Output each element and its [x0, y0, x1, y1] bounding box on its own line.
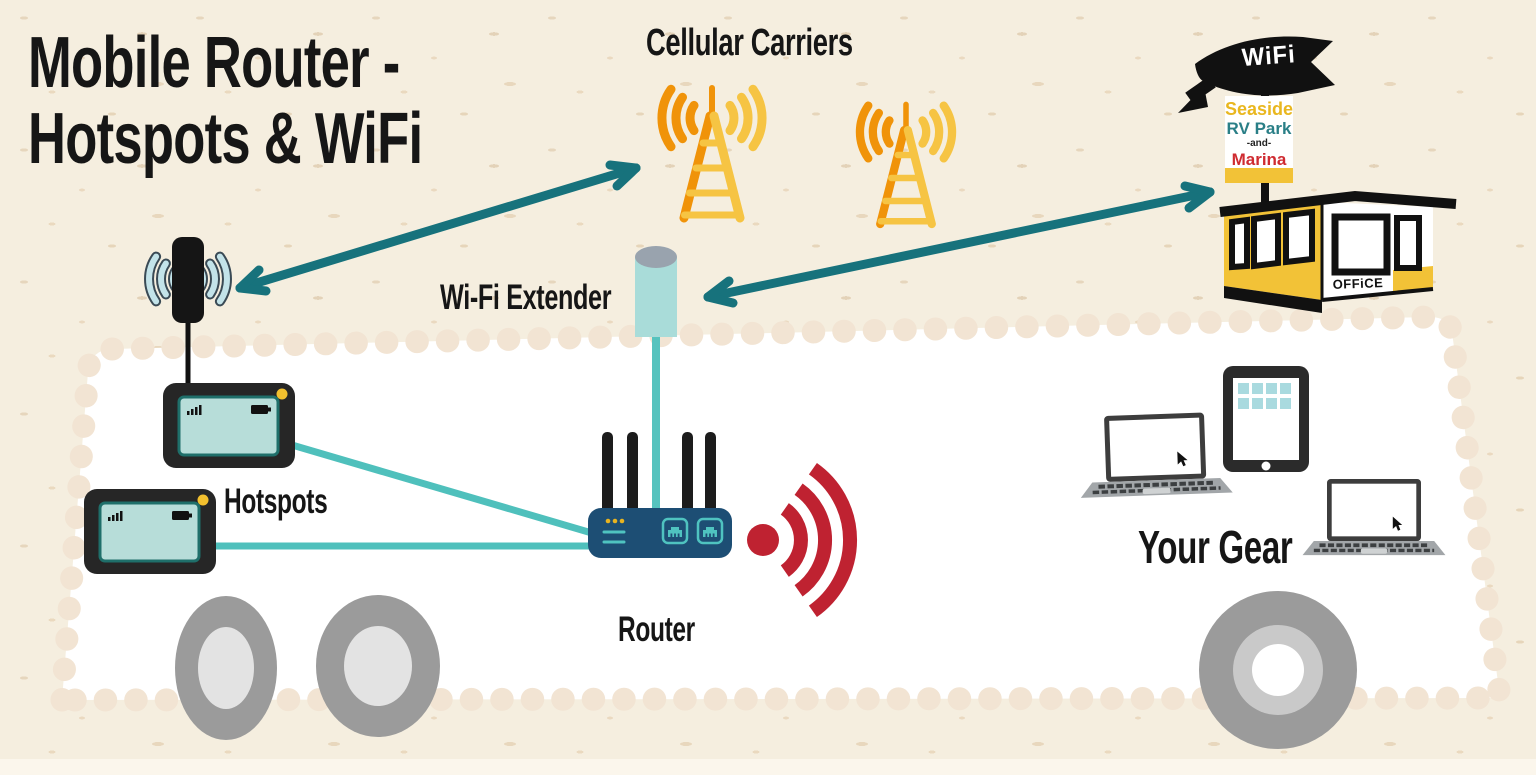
- hotspot-device-1: [163, 383, 295, 468]
- wifi-flag-label: WiFi: [1241, 40, 1297, 72]
- park-sign-board: [1225, 96, 1293, 183]
- battery-icon: [251, 405, 271, 414]
- router-status-lights: [605, 518, 625, 524]
- signal-arrow-extender-to-park: [703, 181, 1215, 308]
- label-hotspots: Hotspots: [224, 482, 328, 521]
- tower-arcs-left: [657, 84, 699, 152]
- building-front-base: [1321, 287, 1434, 302]
- wifi-flag-icon: [1178, 36, 1335, 113]
- page-title: Mobile Router - Hotspots & WiFi: [28, 23, 423, 179]
- ethernet-port-icon-1: [661, 517, 689, 545]
- ground-strip: [0, 759, 1536, 775]
- label-cellular-carriers: Cellular Carriers: [646, 22, 853, 64]
- building-roof: [1219, 190, 1457, 217]
- building-door: [1394, 215, 1422, 271]
- hotspot-cables: [210, 441, 603, 550]
- park-sign-text: Seaside RV Park -and- Marina: [1225, 100, 1293, 168]
- laptop-icon-left: [1080, 412, 1233, 498]
- wifi-dot: [747, 524, 779, 556]
- tablet-icon: [1223, 366, 1309, 472]
- signal-bars-icon: [108, 511, 123, 521]
- rv-scallop-border: [49, 305, 1514, 712]
- tablet-app-icons: [1238, 383, 1291, 409]
- rv-wheel-left-1: [175, 596, 277, 740]
- cell-tower-icon-2: [855, 101, 957, 229]
- page-title-line1: Mobile Router -: [28, 23, 400, 103]
- router-antennas: [602, 432, 716, 514]
- extender-body: [635, 257, 677, 337]
- signal-bars-icon: [187, 405, 202, 415]
- router-front-lines: [602, 530, 626, 544]
- office-label: OFFiCE: [1332, 275, 1384, 292]
- building-corner-yellow: [1393, 266, 1433, 291]
- wifi-extender-icon: [635, 246, 677, 337]
- page-title-line2: Hotspots & WiFi: [28, 98, 423, 179]
- sign-line-rv-park: RV Park: [1226, 119, 1292, 138]
- led-indicator: [197, 494, 209, 506]
- hotspot1-cable: [291, 441, 603, 540]
- wifi-arcs: [780, 462, 858, 618]
- rv-park-office-building: [1178, 36, 1457, 313]
- laptop-icon-right: [1302, 479, 1446, 556]
- office-building-icon: [1219, 190, 1457, 313]
- extender-cap: [635, 246, 677, 268]
- building-windows-side: [1229, 208, 1315, 271]
- led-indicator: [276, 388, 288, 400]
- wifi-signal-icon: [747, 462, 858, 618]
- tower-arcs-right: [725, 84, 767, 152]
- sign-line-and: -and-: [1246, 138, 1272, 149]
- sign-line-seaside: Seaside: [1225, 99, 1294, 119]
- sign-line-marina: Marina: [1231, 150, 1287, 169]
- signal-arrow-antenna-to-towers: [235, 160, 641, 296]
- battery-icon: [172, 511, 192, 520]
- rv-trailer-body: [49, 305, 1514, 712]
- tower-mast: [679, 85, 745, 223]
- label-your-gear: Your Gear: [1138, 521, 1293, 573]
- rv-body-shape: [62, 316, 1500, 700]
- rv-wheel-right: [1199, 591, 1357, 749]
- building-window-front: [1331, 213, 1391, 276]
- hotspot-device-2: [84, 489, 216, 574]
- roof-antenna-icon: [144, 237, 232, 392]
- ethernet-port-icon-2: [696, 517, 724, 545]
- cursor-icon: [1177, 451, 1188, 467]
- rv-wheel-left-2: [316, 595, 440, 737]
- cell-tower-icon-1: [657, 84, 767, 223]
- label-wifi-extender: Wi-Fi Extender: [440, 278, 612, 317]
- home-button: [1261, 461, 1271, 471]
- antenna-body: [172, 237, 204, 323]
- router-icon: [588, 432, 732, 558]
- cursor-icon: [1392, 516, 1403, 531]
- label-router: Router: [618, 610, 695, 649]
